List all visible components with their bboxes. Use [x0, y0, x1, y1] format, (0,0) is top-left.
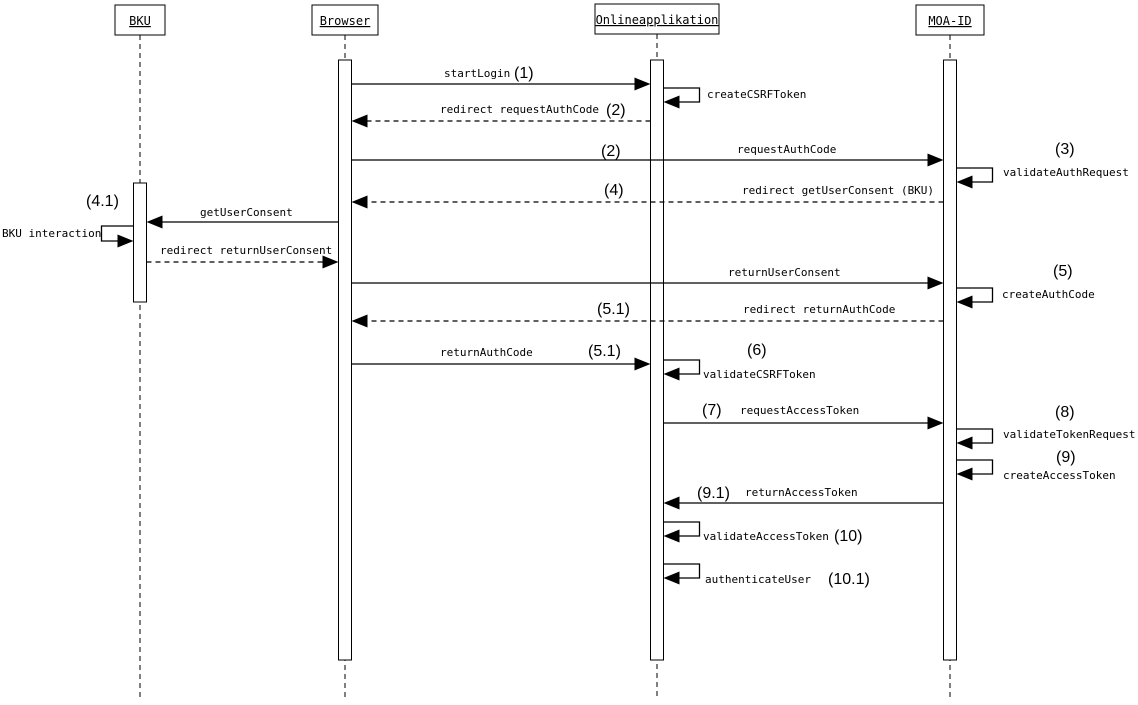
- message-number: (6): [747, 342, 767, 359]
- message-returnauthcode: returnAuthCode (5.1): [351, 343, 651, 371]
- arrowhead-icon: [351, 114, 368, 128]
- arrowhead-icon: [322, 255, 339, 269]
- activation-bar-moaid: [943, 59, 957, 661]
- arrowhead-icon: [956, 436, 973, 450]
- participant-box-bku: [114, 4, 166, 36]
- arrowhead-icon: [634, 77, 651, 91]
- activation-bar-bku: [133, 182, 147, 303]
- message-requestauthcode: (2) requestAuthCode: [351, 143, 944, 167]
- self-message-line: [956, 428, 994, 444]
- message-validatetokenrequest: (8) validateTokenRequest: [956, 404, 1135, 450]
- message-validateauthrequest: (3) validateAuthRequest: [956, 141, 1129, 189]
- arrowhead-icon: [663, 571, 680, 585]
- activation-bar-browser: [338, 59, 352, 661]
- self-message-line: [663, 87, 701, 103]
- message-number: (9.1): [697, 485, 730, 502]
- message-number: (10.1): [828, 571, 870, 588]
- message-startlogin: startLogin (1): [351, 65, 651, 91]
- message-label: redirect getUserConsent (BKU): [742, 184, 934, 197]
- participant-box-moaid: [915, 4, 985, 36]
- message-label: redirect returnUserConsent: [160, 244, 332, 257]
- message-bku-interaction: BKU interaction: [2, 225, 134, 248]
- arrowhead-icon: [663, 95, 680, 109]
- message-createaccesstoken: (9) createAccessToken: [956, 449, 1116, 482]
- self-message-line: [956, 459, 994, 475]
- message-label: startLogin: [444, 67, 510, 80]
- message-redirect-getuserconsent-bku-: (4) redirect getUserConsent (BKU): [351, 182, 944, 209]
- message-label: getUserConsent: [200, 206, 293, 219]
- message-number: (4): [604, 182, 624, 199]
- message-label: createCSRFToken: [707, 88, 806, 101]
- message-number: (5.1): [588, 343, 621, 360]
- message-label: authenticateUser: [705, 573, 811, 586]
- arrowhead-icon: [956, 175, 973, 189]
- arrowhead-icon: [634, 357, 651, 371]
- message-validateaccesstoken: validateAccessToken (10): [663, 521, 862, 545]
- message-returnuserconsent: returnUserConsent (5): [351, 263, 1073, 290]
- self-message-line: [100, 225, 134, 242]
- message-label: returnAccessToken: [745, 486, 858, 499]
- arrowhead-icon: [927, 416, 944, 430]
- message-number: (9): [1056, 449, 1076, 466]
- message-label: validateAccessToken: [703, 530, 829, 543]
- message-createcsrftoken: createCSRFToken: [663, 87, 806, 109]
- participant-box-onlineapp: [594, 3, 720, 35]
- arrowhead-icon: [351, 314, 368, 328]
- participant-label-browser: Browser: [320, 14, 371, 28]
- message-redirect-returnauthcode: (5.1) redirect returnAuthCode: [351, 301, 944, 328]
- message-label: validateTokenRequest: [1003, 428, 1135, 441]
- self-message-line: [663, 359, 701, 375]
- message-label: BKU interaction: [2, 227, 101, 240]
- message-number: (2): [601, 143, 621, 160]
- message-label: createAuthCode: [1002, 288, 1095, 301]
- message-label: redirect returnAuthCode: [743, 303, 895, 316]
- message-redirect-returnuserconsent: redirect returnUserConsent: [146, 244, 339, 269]
- self-message-line: [956, 287, 994, 303]
- message-label: createAccessToken: [1003, 469, 1116, 482]
- message-returnaccesstoken: (9.1) returnAccessToken: [663, 485, 944, 510]
- arrowhead-icon: [351, 195, 368, 209]
- message-number: (3): [1055, 141, 1075, 158]
- arrowhead-icon: [927, 153, 944, 167]
- participant-box-browser: [311, 4, 379, 36]
- arrowhead-icon: [663, 367, 680, 381]
- message-number: (4.1): [86, 193, 119, 210]
- message-createauthcode: createAuthCode: [956, 287, 1095, 309]
- message-label: returnAuthCode: [440, 346, 533, 359]
- participant-label-bku: BKU: [129, 14, 151, 28]
- arrowhead-icon: [117, 234, 134, 248]
- message-label: requestAccessToken: [740, 404, 859, 417]
- message-number: (10): [834, 528, 862, 545]
- message-number: (5.1): [597, 301, 630, 318]
- arrowhead-icon: [956, 467, 973, 481]
- message-number: (7): [702, 402, 722, 419]
- message-authenticateuser: authenticateUser (10.1): [663, 563, 870, 588]
- self-message-line: [663, 521, 701, 537]
- self-message-line: [663, 563, 701, 579]
- message-label: requestAuthCode: [737, 143, 836, 156]
- message-number: (1): [514, 65, 534, 82]
- activation-bar-onlineapp: [650, 59, 664, 661]
- arrowhead-icon: [956, 295, 973, 309]
- participant-label-onlineapp: Onlineapplikation: [596, 13, 719, 27]
- message-label: redirect requestAuthCode: [440, 103, 599, 116]
- message-label: returnUserConsent: [728, 266, 841, 279]
- arrowhead-icon: [146, 215, 163, 229]
- self-message-line: [956, 167, 994, 183]
- message-requestaccesstoken: (7) requestAccessToken: [663, 402, 944, 430]
- arrowhead-icon: [663, 496, 680, 510]
- message-getuserconsent: (4.1) getUserConsent: [86, 193, 339, 229]
- participant-label-moaid: MOA-ID: [928, 14, 971, 28]
- arrowhead-icon: [927, 276, 944, 290]
- message-number: (2): [606, 102, 626, 119]
- message-label: validateCSRFToken: [703, 368, 816, 381]
- message-number: (8): [1055, 404, 1075, 421]
- arrowhead-icon: [663, 529, 680, 543]
- message-label: validateAuthRequest: [1003, 166, 1129, 179]
- message-number: (5): [1053, 263, 1073, 280]
- message-validatecsrftoken: (6) validateCSRFToken: [663, 342, 816, 381]
- message-redirect-requestauthcode: redirect requestAuthCode (2): [351, 102, 651, 128]
